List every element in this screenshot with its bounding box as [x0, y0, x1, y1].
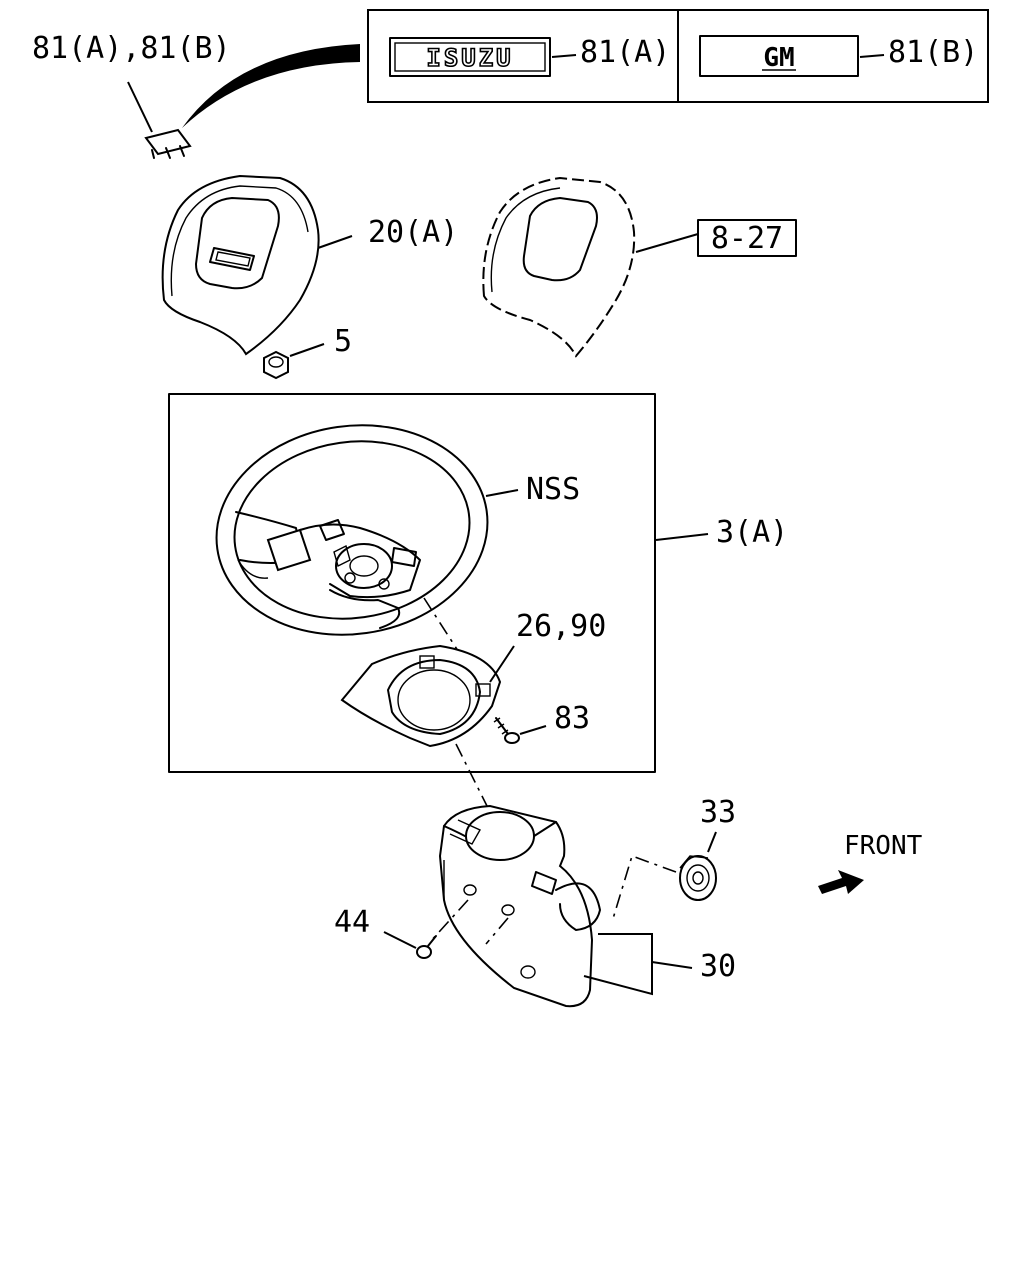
horn-pad-alternate	[482, 176, 636, 358]
gm-logo-text: GM	[763, 43, 794, 73]
callout-81a: 81(A)	[580, 35, 670, 70]
callout-8-27: 8-27	[711, 221, 783, 256]
wheel-assembly-frame	[168, 393, 656, 773]
callout-44: 44	[334, 905, 370, 940]
screw-83	[493, 717, 520, 744]
front-label: FRONT	[844, 831, 923, 861]
callout-26-90: 26,90	[516, 609, 606, 644]
emblem-clip	[144, 128, 192, 159]
callout-30: 30	[700, 949, 736, 984]
callout-5: 5	[334, 324, 352, 359]
steering-wheel	[215, 424, 489, 636]
emblem-panel: ISUZU 81(A) GM 81(B)	[367, 9, 989, 103]
callout-33: 33	[700, 795, 736, 830]
screw-44	[416, 935, 437, 959]
callout-81b: 81(B)	[888, 35, 978, 70]
horn-pad	[161, 174, 320, 356]
front-arrow-icon	[818, 870, 864, 894]
isuzu-logo-text: ISUZU	[426, 44, 513, 72]
steering-cover	[340, 644, 502, 748]
callout-nss: NSS	[526, 472, 580, 507]
callout-83: 83	[554, 701, 590, 736]
gm-emblem: GM	[699, 35, 859, 77]
callout-20a: 20(A)	[368, 215, 458, 250]
isuzu-emblem: ISUZU	[389, 37, 551, 77]
nut	[263, 350, 289, 380]
cancel-cam	[679, 855, 717, 901]
emblem-reference-arrow	[182, 44, 360, 128]
horn-pad-ref-box	[697, 219, 797, 257]
callout-81a-81b: 81(A),81(B)	[32, 31, 231, 66]
callout-3a: 3(A)	[716, 515, 788, 550]
column-cover	[438, 804, 601, 1008]
